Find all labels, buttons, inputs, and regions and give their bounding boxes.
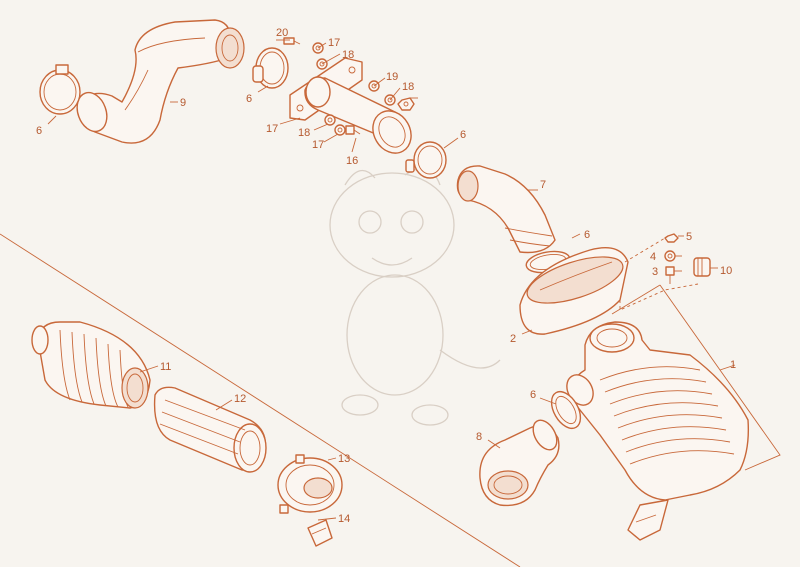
part-13-cap bbox=[277, 454, 343, 514]
callout-6-mid: 6 bbox=[460, 129, 466, 141]
callout-18-bottom: 18 bbox=[298, 127, 310, 139]
callout-labels: 20 17 18 19 18 6 6 9 17 18 17 16 6 7 6 2… bbox=[36, 27, 736, 525]
callout-18-right: 19 bbox=[386, 71, 398, 83]
part-14-valve bbox=[307, 519, 333, 547]
callout-2: 2 bbox=[510, 333, 516, 345]
callout-6-right: 6 bbox=[584, 229, 590, 241]
part-15-bracket-pipe bbox=[289, 57, 412, 154]
part-2-band-ring bbox=[519, 247, 629, 335]
part-6-clamp-mid bbox=[413, 141, 447, 179]
callout-9: 9 bbox=[180, 97, 186, 109]
callout-16: 16 bbox=[346, 155, 358, 167]
leader-lines bbox=[47, 39, 736, 521]
callout-19: 20 bbox=[276, 27, 288, 39]
part-12-inner-filter bbox=[153, 386, 267, 473]
callout-4: 4 bbox=[650, 251, 656, 263]
section-divider bbox=[0, 233, 521, 567]
callout-12: 12 bbox=[234, 393, 246, 405]
callout-18-top: 18 bbox=[342, 49, 354, 61]
callout-1: 1 bbox=[730, 359, 736, 371]
part-1-filter-housing bbox=[566, 284, 781, 541]
part-6-clamp-left bbox=[39, 64, 81, 115]
part-6-clamp-top bbox=[252, 47, 289, 89]
part-6-clamp-lower bbox=[550, 390, 582, 430]
callout-5: 5 bbox=[686, 231, 692, 243]
part-11-outer-filter bbox=[31, 321, 151, 409]
callout-6-left: 6 bbox=[36, 125, 42, 137]
mascot-watermark bbox=[329, 167, 501, 426]
callout-15: 17 bbox=[266, 123, 278, 135]
part-9-upper-hose bbox=[76, 19, 245, 144]
callout-10: 10 bbox=[720, 265, 732, 277]
part-8-lower-hose bbox=[479, 419, 560, 507]
callout-14: 14 bbox=[338, 513, 350, 525]
callout-7: 7 bbox=[540, 179, 546, 191]
callout-17-right: 18 bbox=[402, 81, 414, 93]
callout-6-lower: 6 bbox=[530, 389, 536, 401]
callout-11: 11 bbox=[160, 361, 171, 373]
callout-3: 3 bbox=[652, 266, 658, 278]
callout-8: 8 bbox=[476, 431, 482, 443]
callout-17-bottom: 17 bbox=[312, 139, 324, 151]
part-7-elbow-hose bbox=[456, 165, 556, 254]
callout-13: 13 bbox=[338, 453, 350, 465]
hardware-right bbox=[619, 233, 711, 311]
callout-17-top: 17 bbox=[328, 37, 340, 49]
callout-6-top: 6 bbox=[246, 93, 252, 105]
